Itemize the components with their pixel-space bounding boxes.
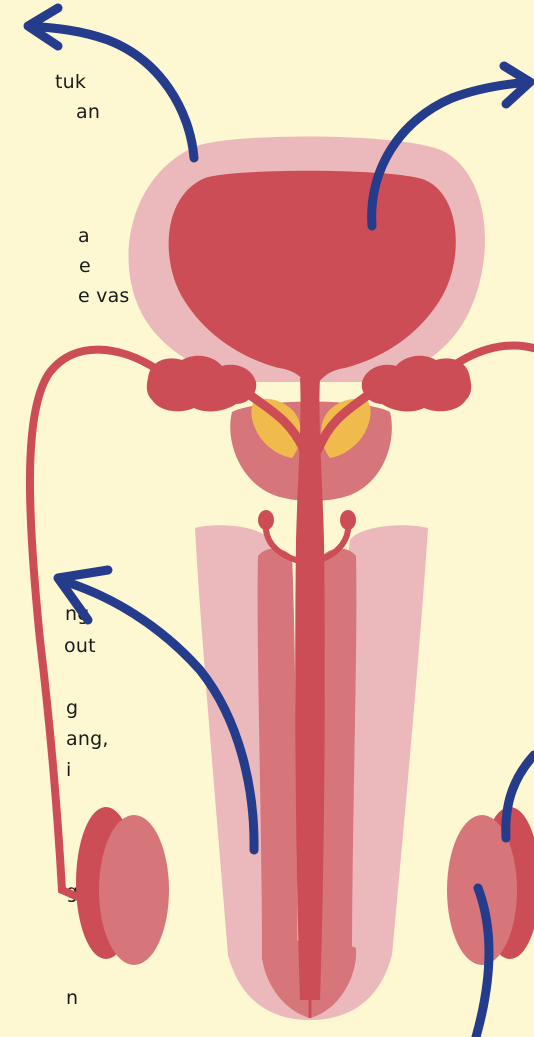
left-testis [76, 807, 169, 965]
left-corpus-cavernosum [258, 549, 298, 961]
urethra [295, 378, 325, 1000]
curved-arrow-icon [28, 8, 194, 158]
